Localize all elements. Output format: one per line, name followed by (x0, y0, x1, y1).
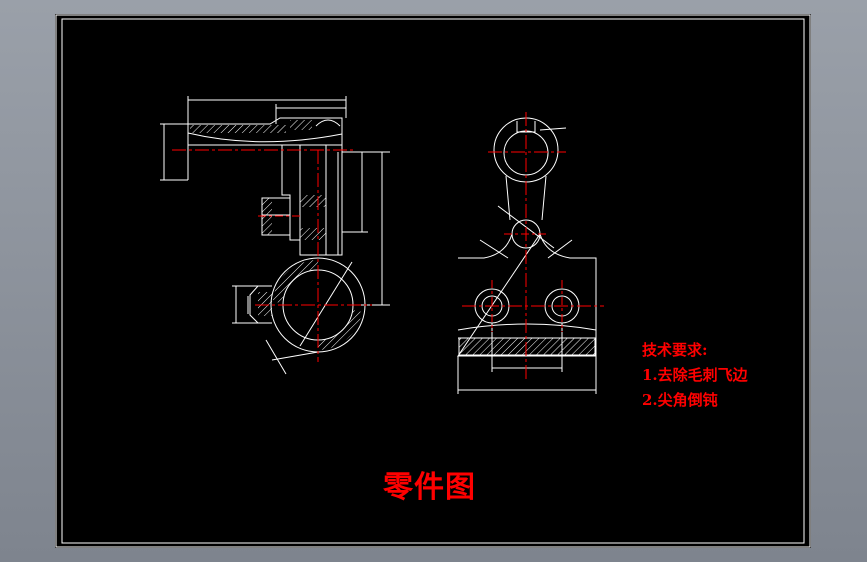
side-lug (249, 285, 272, 324)
left-view-centerlines (172, 149, 372, 362)
tube-bore-curve (187, 132, 343, 143)
side-lug-hatch (258, 292, 272, 316)
drawing-sheet (55, 14, 811, 548)
requirement-item-1: 1.去除毛刺飞边 (642, 366, 748, 384)
arm-left (505, 175, 511, 221)
boss-hatch-top (273, 259, 318, 305)
base-outline (457, 232, 597, 357)
top-tube-hatch-2 (290, 120, 312, 130)
dim-fillet-left (479, 239, 509, 259)
arm-right (541, 175, 547, 221)
body-hatch (300, 195, 326, 207)
outer-border (55, 14, 811, 548)
dim-ring-leader (539, 127, 567, 131)
base-curve (457, 323, 597, 331)
mid-block-hatch (262, 198, 272, 235)
body-outline (281, 145, 343, 256)
dim-bottom-leader (265, 339, 287, 375)
base-hatch (458, 337, 596, 356)
requirements-heading: 技术要求: (642, 341, 708, 359)
dim-fillet-right (547, 239, 573, 259)
drawing-title: 零件图 (383, 470, 476, 505)
boss-hatch-bottom (318, 310, 362, 350)
dim-diameter-leader (299, 261, 353, 347)
top-tube-hatch (190, 125, 286, 133)
top-ring-outer (493, 117, 559, 183)
body-hatch-2 (300, 228, 326, 240)
technical-requirements: 技术要求: 1.去除毛刺飞边 2.尖角倒钝 (642, 338, 748, 413)
dim-bottom-leader-2 (271, 351, 319, 361)
tube-end-arc (315, 119, 341, 127)
requirement-item-2: 2.尖角倒钝 (642, 391, 718, 409)
right-view (457, 117, 597, 394)
left-view (160, 96, 390, 375)
inner-border (61, 18, 805, 544)
right-view-centerlines (462, 112, 604, 380)
